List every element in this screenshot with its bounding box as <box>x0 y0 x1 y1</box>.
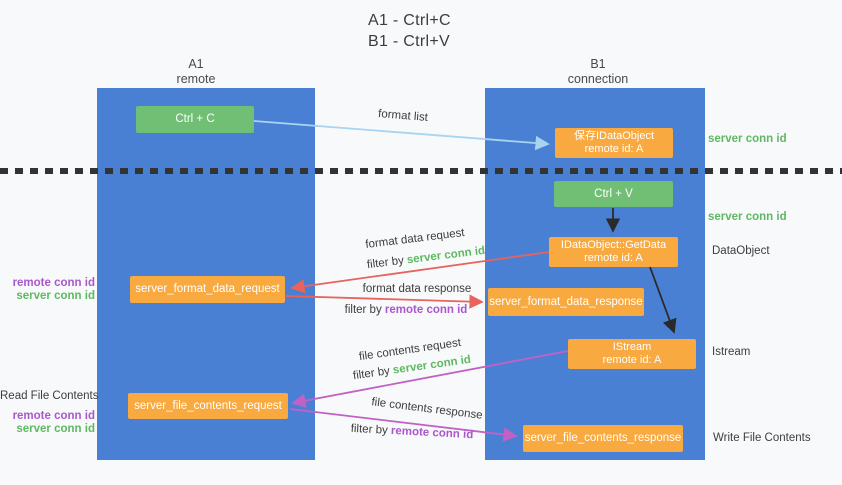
istream-line2: remote id: A <box>602 354 662 366</box>
column-a-role: remote <box>176 72 216 86</box>
node-server-file-contents-request: server_file_contents_request <box>128 393 288 419</box>
column-b-name: B1 <box>590 57 606 71</box>
server-format-data-response-label: server_format_data_response <box>489 295 643 308</box>
server-file-contents-response-label: server_file_contents_response <box>524 432 682 444</box>
title-line-a1: A1 - Ctrl+C <box>368 12 451 29</box>
format-data-response-label: format data response <box>362 283 472 295</box>
remote-conn-id-annotation-left-1: remote conn id <box>12 277 95 289</box>
server-conn-id-annotation-top: server conn id <box>708 133 787 145</box>
server-format-data-request-label: server_format_data_request <box>135 283 280 295</box>
remote-conn-id-text: remote conn id <box>390 424 474 442</box>
read-file-contents-annotation: Read File Contents <box>0 390 99 402</box>
session-divider-line <box>0 168 842 174</box>
column-b-header: B1 connection <box>533 57 663 87</box>
server-conn-id-annotation-left-2: server conn id <box>16 423 95 435</box>
filter-by-text: filter by <box>366 254 408 272</box>
column-b-role: connection <box>567 72 629 86</box>
title-line-b1: B1 - Ctrl+V <box>368 33 450 50</box>
write-file-contents-annotation: Write File Contents <box>713 432 811 444</box>
file-contents-response-label: file contents response <box>370 396 484 422</box>
node-idataobject-getdata: IDataObject::GetData remote id: A <box>549 237 678 267</box>
dataobject-annotation: DataObject <box>712 245 770 257</box>
format-data-response-filter-label: filter by remote conn id <box>331 304 481 316</box>
remote-conn-id-text: remote conn id <box>384 304 468 316</box>
node-ctrl-c: Ctrl + C <box>136 106 254 133</box>
server-conn-id-annotation-left-1: server conn id <box>16 290 95 302</box>
getdata-line1: IDataObject::GetData <box>560 239 667 251</box>
diagram-title: A1 - Ctrl+C B1 - Ctrl+V <box>368 10 451 52</box>
node-server-format-data-response: server_format_data_response <box>488 288 644 316</box>
node-server-file-contents-response: server_file_contents_response <box>523 425 683 452</box>
save-idataobject-line2: remote id: A <box>584 143 644 155</box>
filter-by-text: filter by <box>352 364 394 383</box>
format-data-response-arrow <box>285 294 484 309</box>
getdata-line2: remote id: A <box>584 252 643 264</box>
server-conn-id-annotation-mid: server conn id <box>708 211 787 223</box>
save-idataobject-line1: 保存IDataObject <box>573 130 655 142</box>
server-file-contents-request-label: server_file_contents_request <box>134 399 282 412</box>
format-list-label: format list <box>377 108 429 124</box>
node-istream: IStream remote id: A <box>568 339 696 369</box>
column-a-name: A1 <box>188 57 204 71</box>
node-save-idataobject: 保存IDataObject remote id: A <box>555 128 673 158</box>
server-conn-id-text: server conn id <box>406 244 486 267</box>
filter-by-text: filter by <box>344 304 385 316</box>
node-server-format-data-request: server_format_data_request <box>130 276 285 303</box>
ctrl-v-label: Ctrl + V <box>594 187 633 200</box>
node-ctrl-v: Ctrl + V <box>554 181 673 207</box>
server-conn-id-text: server conn id <box>392 353 472 377</box>
column-a-header: A1 remote <box>131 57 261 87</box>
istream-line1: IStream <box>612 341 652 353</box>
file-contents-response-filter-label: filter by remote conn id <box>337 422 487 442</box>
istream-annotation: Istream <box>712 346 751 358</box>
ctrl-c-label: Ctrl + C <box>175 113 215 125</box>
remote-conn-id-annotation-left-2: remote conn id <box>12 410 95 422</box>
filter-by-text: filter by <box>350 422 392 437</box>
